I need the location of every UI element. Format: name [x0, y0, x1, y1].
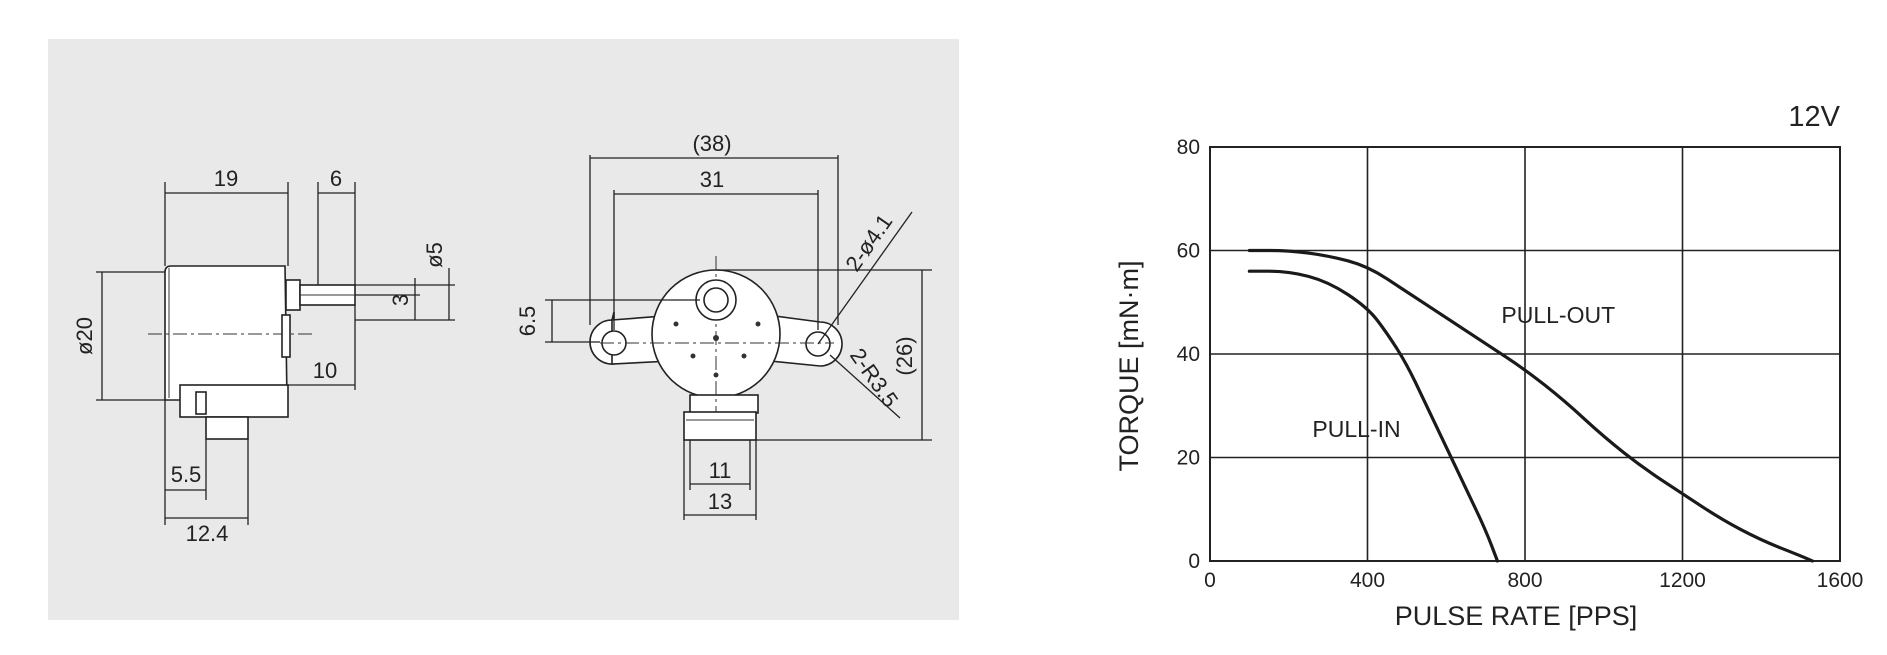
- dim-shaft-length-label: 10: [313, 358, 337, 383]
- chart-grid: [1209, 146, 1841, 562]
- rivet: [755, 321, 761, 327]
- y-tick-label: 60: [1177, 240, 1200, 263]
- dim-overall-width-label: (38): [692, 131, 731, 156]
- x-tick-label: 0: [1204, 569, 1216, 592]
- front-view: (38) 31 2-ø4.1 6.5 2-R3.5 (26) 11 13: [515, 131, 932, 520]
- x-axis-label: PULSE RATE [PPS]: [1395, 601, 1638, 631]
- dim-length-label: 19: [214, 166, 238, 191]
- dim-connector-length-label: 12.4: [186, 521, 229, 546]
- front-view-shaft: [703, 287, 729, 313]
- dim-flange-height-label: 6.5: [515, 306, 540, 337]
- dim-body-dia-label: ø20: [72, 317, 97, 355]
- series-line-pull-out: [1247, 248, 1815, 563]
- x-tick-label: 1200: [1659, 569, 1706, 592]
- series-annotation: PULL-OUT: [1501, 302, 1615, 328]
- series-line-pull-in: [1247, 269, 1500, 563]
- dim-overall-height-label: (26): [892, 336, 917, 375]
- x-tick-label: 800: [1507, 569, 1542, 592]
- x-tick-label: 1600: [1817, 569, 1864, 592]
- y-tick-label: 80: [1177, 136, 1200, 159]
- x-tick-label: 400: [1350, 569, 1385, 592]
- dim-connector-offset-label: 5.5: [171, 462, 202, 487]
- side-view: 19 6 ø5 3 ø20 10 5.5 12.4: [72, 166, 455, 546]
- y-tick-label: 40: [1177, 343, 1200, 366]
- dim-flat-label: 3: [388, 294, 413, 306]
- front-view-connector: [683, 411, 757, 441]
- rivet: [713, 372, 719, 378]
- connector-detail: [195, 391, 207, 415]
- dim-shaft-dia-label: ø5: [422, 242, 447, 268]
- rivet: [713, 335, 719, 341]
- dim-shaft-protrusion-label: 6: [330, 166, 342, 191]
- side-view-connector-pin: [205, 416, 249, 440]
- y-axis-label: TORQUE [mN·m]: [1114, 261, 1144, 472]
- y-tick-label: 20: [1177, 447, 1200, 470]
- chart-title: 12V: [1788, 101, 1840, 133]
- dim-mount-pitch-label: 31: [700, 167, 724, 192]
- dim-connector-inner-label: 11: [709, 458, 732, 483]
- rivet: [673, 321, 679, 327]
- rivet: [690, 353, 696, 359]
- side-view-tab: [281, 314, 291, 358]
- rivet: [741, 353, 747, 359]
- series-annotation: PULL-IN: [1312, 416, 1400, 442]
- y-tick-label: 0: [1188, 550, 1200, 573]
- dim-connector-outer-label: 13: [708, 489, 732, 514]
- chart-series: [1247, 248, 1815, 563]
